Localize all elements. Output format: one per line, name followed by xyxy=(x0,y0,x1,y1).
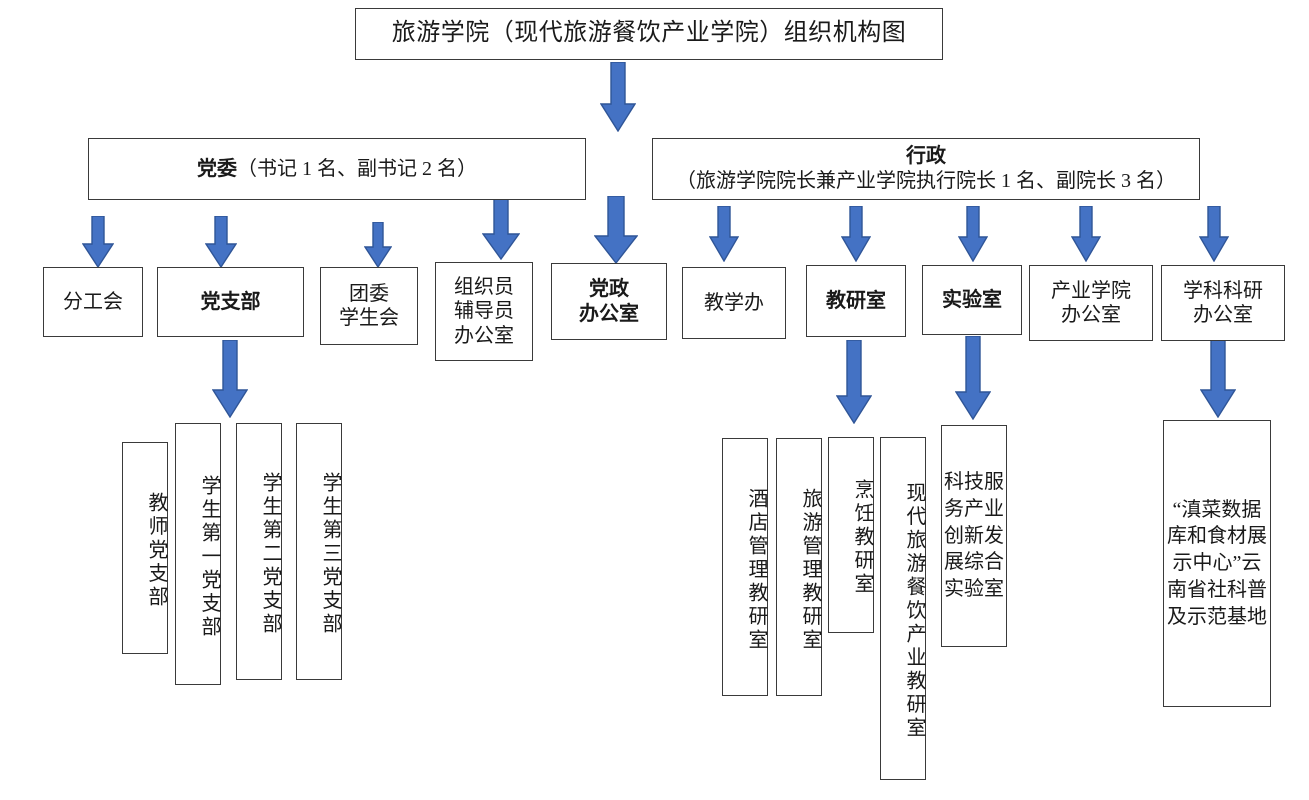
research-office-label-0: 酒店管理教研室 xyxy=(745,487,767,653)
node-teaching-research-label: 教研室 xyxy=(826,289,886,312)
branch-label-2: 学生第二党支部 xyxy=(259,472,281,637)
node-discipline-research-office: 学科科研 办公室 xyxy=(1161,265,1285,341)
node-industry-college-office-label: 产业学院 办公室 xyxy=(1051,279,1131,326)
arrow-party-to-branch xyxy=(205,216,237,268)
research-office-box-2: 烹饪教研室 xyxy=(828,437,874,633)
node-youth-league: 团委 学生会 xyxy=(320,267,418,345)
arrow-party-to-youth-league xyxy=(364,222,392,268)
branch-label-0: 教师党支部 xyxy=(145,492,167,610)
base-label-0: “滇菜数据库和食材展示中心”云南省社科普及示范基地 xyxy=(1167,498,1267,628)
node-discipline-research-office-label: 学科科研 办公室 xyxy=(1183,279,1263,326)
branch-label-1: 学生第一党支部 xyxy=(198,474,220,640)
research-office-label-3: 现代旅游餐饮产业教研室 xyxy=(903,482,925,741)
arrow-discipline-office-to-base xyxy=(1200,340,1236,418)
branch-box-3: 学生第三党支部 xyxy=(296,423,342,680)
node-laboratory: 实验室 xyxy=(922,265,1022,335)
node-laboratory-label: 实验室 xyxy=(942,288,1002,311)
node-union: 分工会 xyxy=(43,267,143,337)
arrow-party-to-counselor-office xyxy=(482,198,520,260)
node-union-label: 分工会 xyxy=(63,290,123,313)
node-teaching-office-label: 教学办 xyxy=(704,291,764,314)
page-title: 旅游学院（现代旅游餐饮产业学院）组织机构图 xyxy=(391,20,907,47)
node-party-admin-office-label: 党政 办公室 xyxy=(579,278,639,325)
base-box-0: “滇菜数据库和食材展示中心”云南省社科普及示范基地 xyxy=(1163,420,1271,707)
arrow-admin-to-teaching-office xyxy=(709,206,739,262)
arrow-admin-to-laboratory xyxy=(958,206,988,262)
node-industry-college-office: 产业学院 办公室 xyxy=(1029,265,1153,341)
research-office-box-3: 现代旅游餐饮产业教研室 xyxy=(880,437,926,780)
node-party-branch-label: 党支部 xyxy=(200,290,261,313)
arrow-party-branch-to-branches xyxy=(212,340,248,418)
node-teaching-research: 教研室 xyxy=(806,265,906,337)
branch-box-1: 学生第一党支部 xyxy=(175,423,221,685)
level2-party-label: 党委（书记 1 名、副书记 2 名） xyxy=(197,157,477,180)
chart-title-box: 旅游学院（现代旅游餐饮产业学院）组织机构图 xyxy=(355,8,943,60)
node-youth-league-label: 团委 学生会 xyxy=(339,282,399,329)
research-office-box-1: 旅游管理教研室 xyxy=(776,438,822,696)
node-teaching-office: 教学办 xyxy=(682,267,786,339)
branch-box-2: 学生第二党支部 xyxy=(236,423,282,680)
research-office-label-1: 旅游管理教研室 xyxy=(799,487,821,653)
lab-box-0: 科技服务产业创新发展综合实验室 xyxy=(941,425,1007,647)
branch-label-3: 学生第三党支部 xyxy=(319,472,341,637)
lab-label-0: 科技服务产业创新发展综合实验室 xyxy=(944,471,1004,601)
node-counselor-office-label: 组织员 辅导员 办公室 xyxy=(454,275,514,347)
node-party-admin-office: 党政 办公室 xyxy=(551,263,667,340)
research-office-box-0: 酒店管理教研室 xyxy=(722,438,768,696)
level2-party-box: 党委（书记 1 名、副书记 2 名） xyxy=(88,138,586,200)
branch-box-0: 教师党支部 xyxy=(122,442,168,654)
arrow-to-party-admin-office xyxy=(594,196,638,264)
level2-admin-label: 行政（旅游学院院长兼产业学院执行院长 1 名、副院长 3 名） xyxy=(676,145,1176,192)
arrow-teaching-research-to-offices xyxy=(836,340,872,424)
level2-admin-box: 行政（旅游学院院长兼产业学院执行院长 1 名、副院长 3 名） xyxy=(652,138,1200,200)
arrow-title-to-levels xyxy=(600,62,636,132)
arrow-admin-to-teaching-research xyxy=(841,206,871,262)
arrow-laboratory-to-lab-detail xyxy=(955,336,991,420)
research-office-label-2: 烹饪教研室 xyxy=(851,479,873,597)
arrow-admin-to-industry-college-office xyxy=(1071,206,1101,262)
arrow-admin-to-discipline-research-office xyxy=(1199,206,1229,262)
node-party-branch: 党支部 xyxy=(157,267,304,337)
node-counselor-office: 组织员 辅导员 办公室 xyxy=(435,262,533,361)
arrow-party-to-union xyxy=(82,216,114,268)
